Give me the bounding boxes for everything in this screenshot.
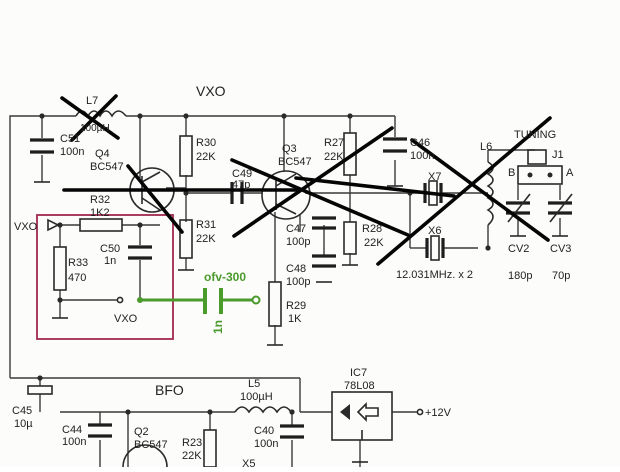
resistor-r30 [179, 135, 193, 177]
label-ic7-val: 78L08 [344, 380, 375, 392]
label-x5-ref: X5 [242, 458, 255, 467]
wiring [9, 115, 561, 467]
label-r30-ref: R30 [196, 137, 216, 149]
label-c48-ref: C48 [286, 263, 306, 275]
label-c45-val: 10µ [14, 418, 33, 430]
label-c50-val: 1n [104, 255, 116, 267]
label-r32-ref: R32 [90, 194, 110, 206]
capacitor-c44 [88, 423, 112, 438]
label-c44-ref: C44 [62, 424, 82, 436]
tuning-title: TUNING [514, 129, 556, 141]
label-c48-val: 100p [286, 276, 310, 288]
ground-symbols [34, 181, 568, 463]
vxo-output-arrow [47, 218, 60, 232]
label-cv2-ref: CV2 [508, 243, 529, 255]
label-q2-ref: Q2 [134, 426, 149, 438]
resistor-r23 [203, 429, 217, 468]
cross-out-marks [60, 94, 552, 266]
label-c44-val: 100n [62, 436, 86, 448]
label-c40-val: 100n [254, 438, 278, 450]
label-supply: +12V [425, 407, 452, 419]
label-pin-a: A [566, 167, 574, 179]
label-r27-val: 22K [324, 151, 344, 163]
label-c45-ref: C45 [12, 405, 32, 417]
label-c51-ref: C51 [60, 133, 80, 145]
label-r27-ref: R27 [324, 137, 344, 149]
capacitor-c49 [230, 182, 244, 204]
label-q2-val: BC547 [134, 439, 168, 451]
label-r32-val: 1K2 [90, 207, 110, 219]
label-c46-val: 100n [410, 150, 434, 162]
vxo-highlight-box [36, 214, 174, 340]
label-l7-val: 100µH [80, 123, 110, 134]
resistor-r31 [179, 219, 193, 259]
label-l5-val: 100µH [240, 391, 273, 403]
label-q4-val: BC547 [90, 161, 124, 173]
label-r31-val: 22K [196, 233, 216, 245]
trimmer-cv3 [548, 193, 573, 223]
label-x7-ref: X7 [428, 171, 441, 183]
label-l6-ref: L6 [480, 141, 492, 153]
label-r31-ref: R31 [196, 219, 216, 231]
resistor-r33 [53, 246, 67, 291]
ofv-annotation-text: ofv-300 [204, 270, 246, 284]
label-vxo-in: VXO [114, 313, 138, 325]
label-c46-ref: C46 [410, 137, 430, 149]
label-l7-ref: L7 [86, 95, 98, 107]
label-c49-val: 47p [232, 179, 250, 191]
label-r33-val: 470 [68, 272, 86, 284]
capacitor-c51 [30, 138, 54, 154]
label-cv3-val: 70p [552, 270, 570, 282]
resistor-r32 [79, 218, 123, 232]
label-c49-ref: C49 [232, 168, 252, 180]
label-r30-val: 22K [196, 151, 216, 163]
label-c51-val: 100n [60, 146, 84, 158]
label-l5-ref: L5 [248, 378, 260, 390]
junction-dots [37, 113, 491, 415]
supply-terminal [416, 408, 424, 416]
label-c47-val: 100p [286, 236, 310, 248]
label-pin-b: B [508, 167, 515, 179]
label-ic7-ref: IC7 [350, 367, 367, 379]
capacitor-c40 [280, 424, 304, 439]
label-crystal-freq: 12.031MHz. x 2 [396, 269, 473, 281]
label-x6-ref: X6 [428, 225, 441, 237]
capacitor-c48 [312, 254, 336, 268]
capacitor-c50 [128, 245, 152, 260]
capacitor-c45 [27, 385, 53, 395]
ofv-annotation [137, 288, 261, 314]
resistor-r28 [343, 221, 357, 255]
label-r23-val: 22K [182, 450, 202, 462]
label-q3-ref: Q3 [282, 143, 297, 155]
label-cv2-val: 180p [508, 270, 532, 282]
label-r28-val: 22K [364, 237, 384, 249]
label-c50-ref: C50 [100, 243, 120, 255]
label-c40-ref: C40 [254, 425, 274, 437]
vxo-section-title: VXO [196, 83, 226, 99]
label-r28-ref: R28 [362, 223, 382, 235]
label-q4-ref: Q4 [95, 148, 110, 160]
connector-j1 [517, 149, 563, 185]
label-r29-ref: R29 [286, 300, 306, 312]
label-c47-ref: C47 [286, 223, 306, 235]
inductor-l5 [234, 406, 292, 414]
label-cv3-ref: CV3 [550, 243, 571, 255]
inductor-l6 [486, 161, 494, 226]
capacitor-c47 [312, 216, 336, 230]
label-r33-ref: R33 [68, 257, 88, 269]
label-q3-val: BC547 [278, 156, 312, 168]
label-r29-val: 1K [288, 313, 302, 325]
vxo-input-terminal [116, 296, 124, 304]
label-vxo-out: VXO [14, 221, 38, 233]
resistor-r29 [268, 281, 282, 327]
label-r23-ref: R23 [182, 437, 202, 449]
capacitor-c46 [383, 137, 407, 153]
bfo-section-title: BFO [155, 382, 184, 398]
crystal-x6 [425, 235, 445, 261]
regulator-ic7 [331, 391, 393, 441]
ofv-cap-value: 1n [211, 320, 225, 334]
label-j1-ref: J1 [552, 149, 564, 161]
